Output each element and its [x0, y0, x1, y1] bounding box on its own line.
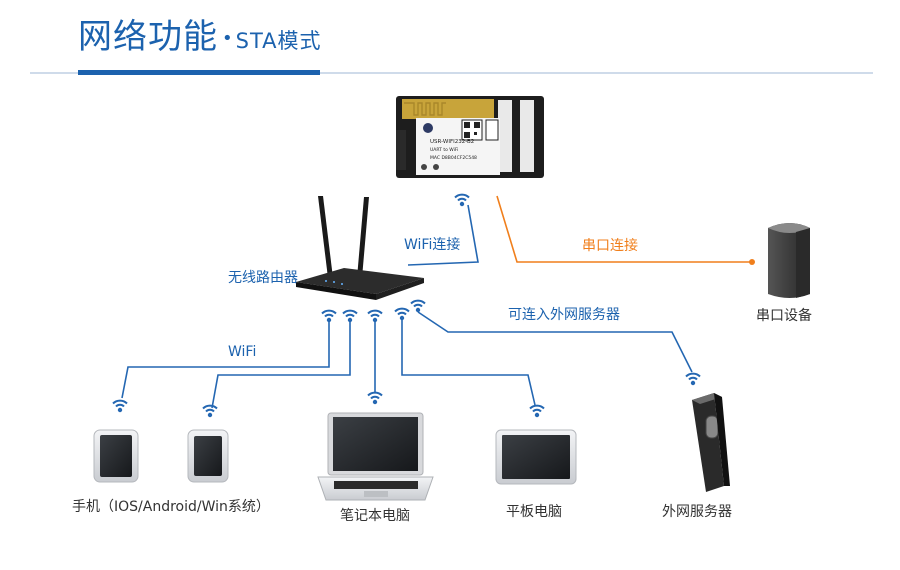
laptop-device — [317, 412, 434, 501]
router-wifi-icon-1 — [321, 309, 337, 324]
phone1-link-line — [121, 320, 330, 399]
module-label-line3: MAC D8B04CF2C548 — [430, 155, 477, 161]
phone1-wifi-icon — [112, 399, 128, 414]
tablet-device — [495, 429, 577, 485]
title-sub: STA模式 — [235, 29, 322, 53]
router-device — [296, 196, 424, 300]
wifi-label: WiFi — [228, 344, 257, 360]
server-wifi-icon — [685, 372, 701, 387]
connection-lines — [121, 195, 752, 409]
phone2-wifi-icon — [202, 404, 218, 419]
serial-device-label: 串口设备 — [756, 308, 812, 324]
tablet-wifi-icon — [529, 404, 545, 419]
router-wifi-icon-3 — [367, 309, 383, 324]
phone-label: 手机（IOS/Android/Win系统） — [72, 499, 270, 515]
serial-link-label: 串口连接 — [582, 238, 638, 254]
router-wifi-icon-4 — [394, 307, 410, 322]
phone-device-2 — [187, 429, 229, 483]
serial-end-dot — [749, 259, 755, 265]
module-wifi-icon — [454, 193, 470, 208]
module-label-line2: UART to WiFi — [430, 147, 458, 153]
wifi-link-label: WiFi连接 — [404, 237, 461, 253]
phone-device-1 — [93, 429, 139, 483]
laptop-label: 笔记本电脑 — [340, 508, 410, 524]
external-server-link-label: 可连入外网服务器 — [508, 307, 620, 323]
wifi-link-line — [407, 204, 479, 266]
page-title: 网络功能•STA模式 — [78, 20, 322, 54]
server-label: 外网服务器 — [662, 504, 732, 520]
tablet-label: 平板电脑 — [506, 504, 562, 520]
server-device — [692, 393, 730, 492]
module-label-line1: USR-WIFI232-B2 — [430, 139, 474, 145]
title-main: 网络功能 — [78, 17, 218, 57]
router-wifi-icon-2 — [342, 309, 358, 324]
phone2-link-line — [211, 320, 351, 409]
wifi-module: USR-WIFI232-B2 UART to WiFi MAC D8B04CF2… — [396, 96, 544, 178]
serial-device — [768, 223, 810, 298]
laptop-wifi-icon — [367, 391, 383, 406]
tablet-link-line — [401, 318, 536, 406]
title-dot: • — [222, 27, 234, 49]
server-link-line — [417, 311, 693, 373]
router-label: 无线路由器 — [228, 270, 298, 286]
serial-link-line — [496, 195, 752, 263]
header-accent-bar — [78, 70, 320, 75]
router-wifi-icon-5 — [410, 299, 426, 314]
